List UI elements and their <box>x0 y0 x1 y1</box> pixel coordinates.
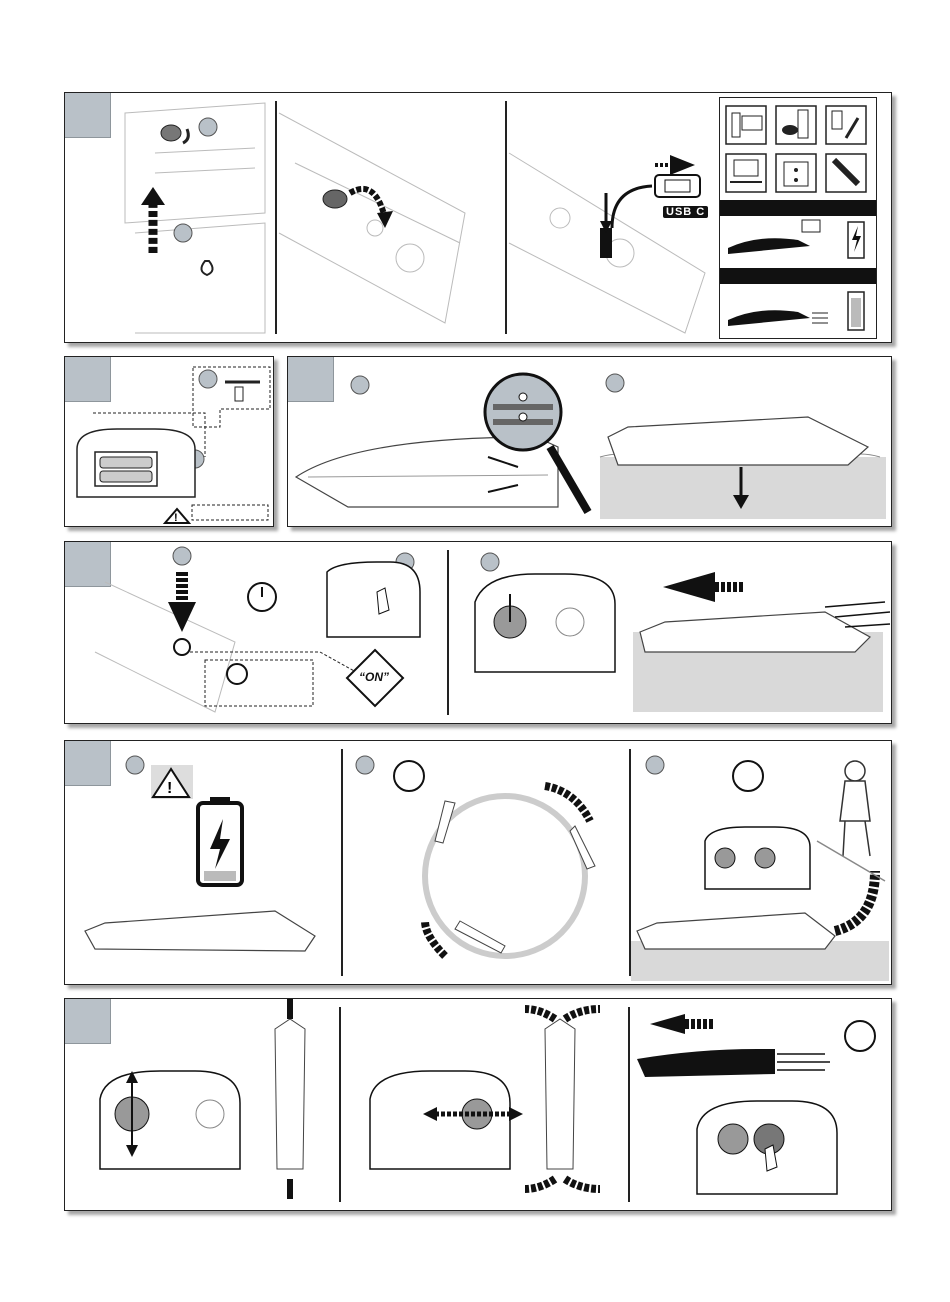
boat-icon <box>435 801 455 843</box>
remote-control-icon <box>327 562 420 637</box>
timer-icon <box>733 761 763 791</box>
panel-steering <box>64 998 892 1211</box>
magnifier-icon <box>485 374 561 450</box>
game-console-icon <box>776 106 816 144</box>
svg-text:!: ! <box>174 512 178 524</box>
timer-icon <box>394 761 424 791</box>
boat-icon <box>637 1049 775 1077</box>
timer-icon <box>227 664 247 684</box>
panel-low-battery: ! <box>64 740 892 985</box>
low-battery-illustration: ! <box>65 741 892 985</box>
panel-water-check <box>287 356 892 527</box>
child-figure-icon <box>840 761 870 856</box>
power-on-illustration <box>65 542 892 724</box>
boat-icon <box>275 1019 305 1169</box>
step-marker <box>646 756 664 774</box>
boat-icon <box>455 921 505 953</box>
step-marker <box>356 756 374 774</box>
boat-icon <box>728 310 810 326</box>
boat-icon <box>545 1019 575 1169</box>
step-marker <box>199 370 217 388</box>
usb-c-label: USB C <box>663 206 708 218</box>
panel-power-on: “ON” <box>64 541 892 724</box>
step-marker <box>606 374 624 392</box>
water-check-illustration <box>288 357 892 527</box>
step-marker <box>126 756 144 774</box>
svg-text:!: ! <box>167 780 172 797</box>
boat-icon <box>608 417 868 465</box>
timer-icon <box>845 1021 875 1051</box>
boat-icon <box>640 612 870 652</box>
steering-illustration <box>65 999 892 1211</box>
step-marker <box>173 547 191 565</box>
charge-source-box <box>719 97 877 339</box>
boat-icon <box>728 238 810 254</box>
charge-source-icons <box>720 98 876 338</box>
step-marker <box>481 553 499 571</box>
panel-remote-batteries: ! <box>64 356 274 527</box>
water <box>600 457 886 519</box>
on-label: “ON” <box>359 670 389 684</box>
remote-battery-illustration: ! <box>65 357 274 527</box>
step-marker <box>351 376 369 394</box>
boat-icon <box>85 911 315 951</box>
boat-icon <box>637 913 835 949</box>
panel-charging: USB C <box>64 92 892 343</box>
